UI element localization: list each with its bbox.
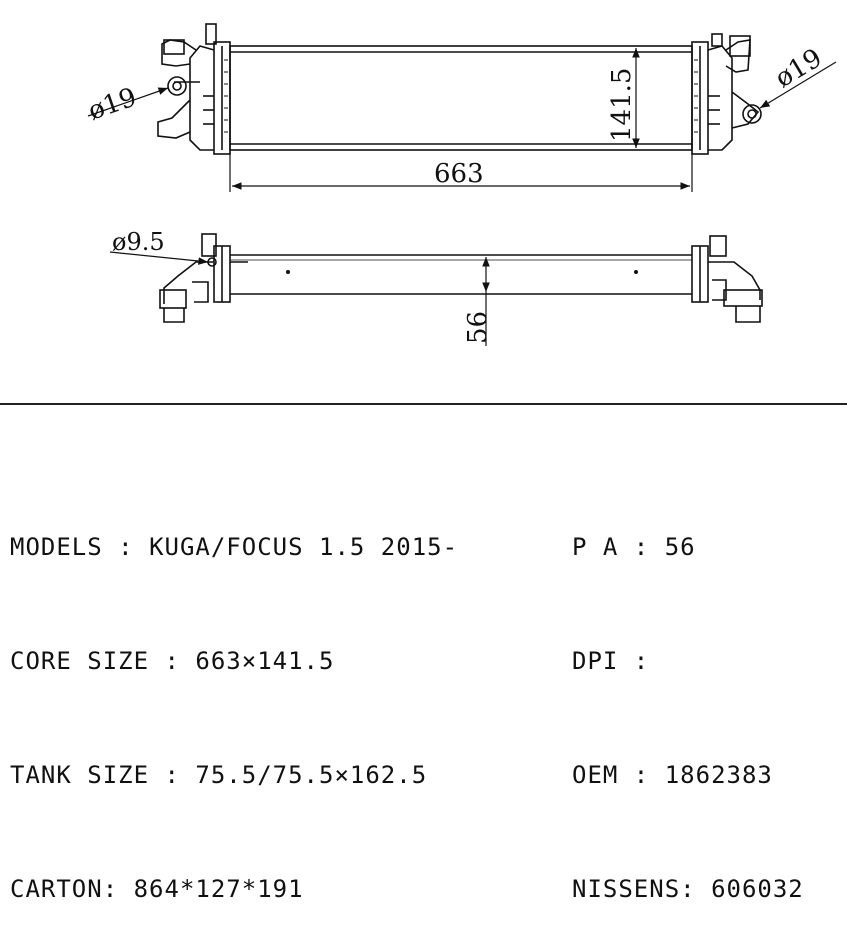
port-diameter-label: ø9.5 (112, 228, 165, 256)
front-dimensions (87, 48, 837, 192)
side-view (159, 233, 763, 323)
spec-row-tank-size: TANK SIZE : 75.5/75.5×162.5 (10, 761, 428, 789)
spec-block-left: MODELS : KUGA/FOCUS 1.5 2015- CORE SIZE … (10, 452, 458, 946)
spec-row-models: MODELS : KUGA/FOCUS 1.5 2015- (10, 533, 459, 561)
left-diameter-label: ø19 (85, 82, 141, 126)
spec-row-nissens: NISSENS: 606032 (572, 875, 804, 903)
spec-value: 663×141.5 (195, 647, 335, 675)
spec-label: DPI (572, 647, 619, 675)
side-dimensions (109, 251, 490, 346)
depth-label: 56 (463, 311, 493, 344)
length-label: 663 (434, 159, 484, 189)
spec-row-core-size: CORE SIZE : 663×141.5 (10, 647, 335, 675)
left-side-tank (159, 233, 248, 323)
spec-label: CORE SIZE (10, 647, 150, 675)
spec-row-pa: P A : 56 (572, 533, 696, 561)
spec-block-right: P A : 56 DPI : OEM : 1862383 NISSENS: 60… (572, 452, 804, 946)
spec-label: CARTON (10, 875, 103, 903)
spec-label: TANK SIZE (10, 761, 150, 789)
spec-value: 75.5/75.5×162.5 (195, 761, 428, 789)
right-diameter-label: ø19 (770, 43, 827, 94)
radiator-drawing: 663 141.5 ø19 ø19 (85, 23, 837, 346)
spec-label: P A (572, 533, 619, 561)
height-label: 141.5 (607, 68, 637, 142)
spec-value: 606032 (711, 875, 804, 903)
section-divider (0, 403, 847, 405)
right-outlet-outer (742, 104, 762, 124)
spec-value: 1862383 (664, 761, 773, 789)
spec-value: KUGA/FOCUS 1.5 2015- (149, 533, 459, 561)
spec-label: OEM (572, 761, 619, 789)
spec-value: 864*127*191 (133, 875, 304, 903)
front-view (157, 23, 762, 155)
spec-label: MODELS (10, 533, 103, 561)
left-tank (157, 23, 231, 155)
right-tank (691, 33, 760, 155)
spec-row-carton: CARTON: 864*127*191 (10, 875, 304, 903)
spec-row-dpi: DPI : (572, 647, 665, 675)
right-side-tank (691, 235, 763, 323)
left-inlet-outer (167, 76, 187, 96)
spec-label: NISSENS (572, 875, 681, 903)
spec-row-oem: OEM : 1862383 (572, 761, 773, 789)
spec-value: 56 (664, 533, 696, 561)
